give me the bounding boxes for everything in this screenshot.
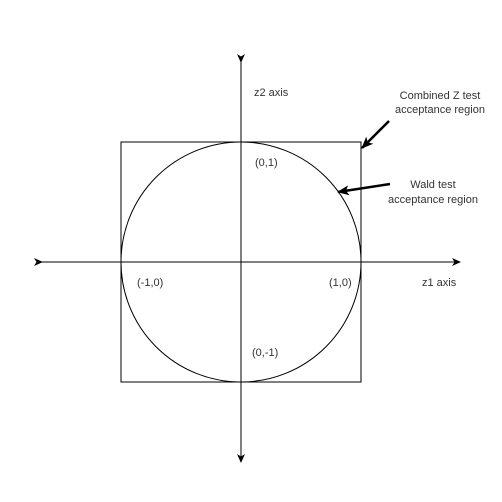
combined-z-annotation-line2: acceptance region [395, 104, 485, 116]
wald-annotation-line1: Wald test [410, 179, 455, 191]
point-label-left: (-1,0) [137, 277, 163, 289]
point-label-top: (0,1) [255, 157, 278, 169]
point-label-bottom: (0,-1) [252, 347, 278, 359]
wald-annotation-line2: acceptance region [388, 194, 478, 206]
combined-z-callout-arrow [361, 120, 390, 149]
z1-axis-label: z1 axis [422, 277, 457, 289]
combined-z-annotation-line1: Combined Z test [400, 90, 481, 102]
wald-callout-arrow [337, 182, 391, 196]
point-label-right: (1,0) [329, 277, 352, 289]
z2-axis-label: z2 axis [254, 87, 289, 99]
